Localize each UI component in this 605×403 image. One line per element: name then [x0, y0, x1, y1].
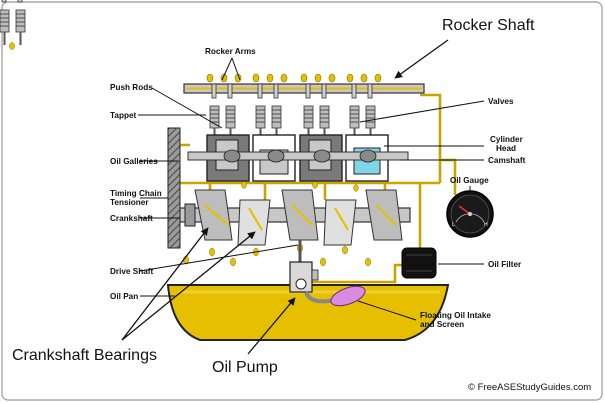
cylinder-head-label-line2: Head — [496, 144, 516, 153]
rocker-arms-label: Rocker Arms — [205, 47, 256, 56]
rocker-shaft-arrow — [394, 39, 449, 79]
copyright-text: © FreeASEStudyGuides.com — [468, 382, 591, 393]
timing-chain-tensioner — [167, 127, 181, 249]
oil-pump-callout: Oil Pump — [212, 359, 278, 376]
rocker-shaft-callout: Rocker Shaft — [442, 17, 535, 34]
timing-chain-label-line2: Tensioner — [110, 198, 149, 207]
oil-pump — [289, 261, 319, 293]
oil-filter-label: Oil Filter — [488, 260, 522, 269]
bearing-arrow-2 — [121, 231, 256, 341]
rocker-arms-group — [0, 0, 382, 147]
gauge-high-label: H — [484, 222, 488, 228]
floating-intake-label-line2: and Screen — [420, 320, 464, 329]
oil-filter — [401, 247, 437, 279]
oil-pan-label: Oil Pan — [110, 292, 138, 301]
camshaft-label: Camshaft — [488, 156, 526, 165]
timing-chain-label-line1: Timing Chain — [110, 189, 162, 198]
camshaft — [187, 149, 409, 163]
push-rods-label: Push Rods — [110, 83, 153, 92]
valves-label: Valves — [488, 97, 514, 106]
crankshaft-label: Crankshaft — [110, 214, 153, 223]
oil-galleries-label: Oil Galleries — [110, 157, 158, 166]
rocker-shaft — [183, 83, 425, 94]
oil-gauge: L H — [446, 190, 494, 238]
gauge-low-label: L — [452, 222, 455, 228]
oil-gauge-label: Oil Gauge — [450, 176, 489, 185]
crankshaft-bearings-callout: Crankshaft Bearings — [12, 347, 157, 364]
cylinder-head-label-line1: Cylinder — [490, 135, 524, 144]
floating-intake-label-line1: Floating Oil Intake — [420, 311, 491, 320]
tappet-label: Tappet — [110, 111, 137, 120]
leader-lines — [138, 57, 485, 321]
drive-shaft-label: Drive Shaft — [110, 267, 153, 276]
bearing-arrow-1 — [121, 227, 209, 341]
callout-arrows — [121, 39, 449, 355]
crankshaft — [179, 189, 411, 246]
oil-pump-arrow — [247, 297, 296, 355]
floating-oil-intake — [304, 285, 366, 307]
